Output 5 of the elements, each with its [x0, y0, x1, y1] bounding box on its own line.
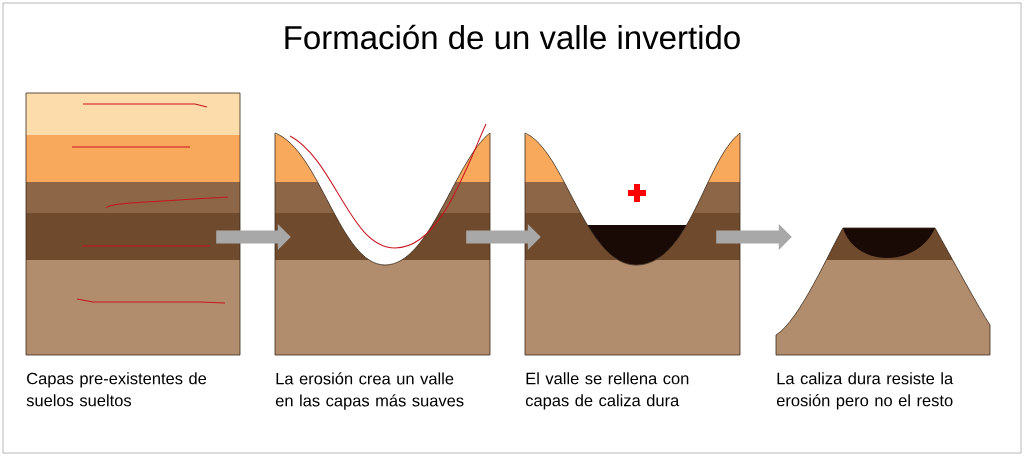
node-label: El valle se rellena con capas de caliza dura: [525, 372, 689, 410]
node-label: Capas pre-existentes de suelos sueltos: [26, 372, 207, 407]
title: Formación de un valle invertido: [285, 24, 740, 50]
node-label: La erosión crea un valle en las capas más suaves: [275, 372, 464, 410]
node-label: La caliza dura resiste la erosión pero no el resto: [776, 372, 954, 410]
